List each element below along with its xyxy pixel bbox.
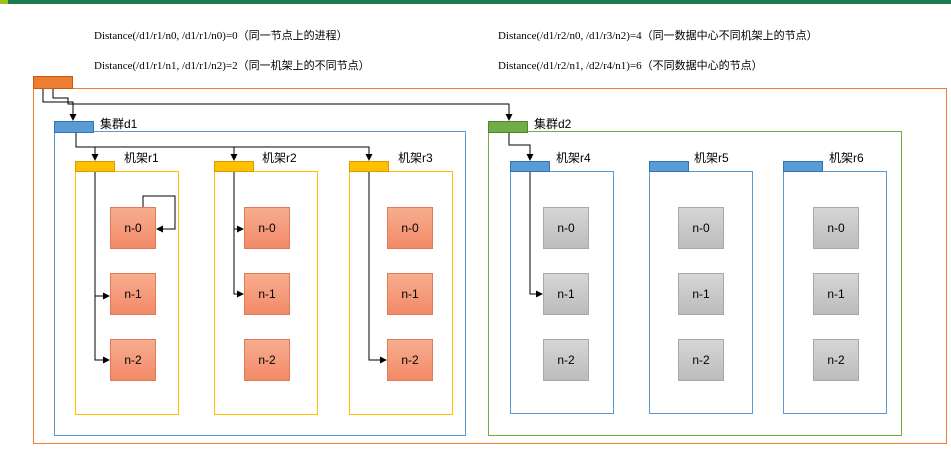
rack-r4-box (510, 171, 614, 414)
rack-r6-tab (783, 161, 823, 172)
node-r3-n2: n-2 (387, 339, 433, 381)
node-r4-n0: n-0 (543, 207, 589, 249)
rack-r5-label: 机架r5 (694, 151, 729, 165)
cluster-d1-box (54, 131, 466, 436)
rack-r4-label: 机架r4 (556, 151, 591, 165)
rack-r5-tab (649, 161, 689, 172)
node-r6-n0: n-0 (813, 207, 859, 249)
rack-r2-tab (214, 161, 254, 172)
rack-r3-box (349, 171, 453, 415)
formula-same-node: Distance(/d1/r1/n0, /d1/r1/n0)=0（同一节点上的进… (94, 30, 348, 42)
formula-different-datacenter: Distance(/d1/r2/n1, /d2/r4/n1)=6（不同数据中心的… (498, 60, 763, 72)
node-r5-n0: n-0 (678, 207, 724, 249)
rack-r2-label: 机架r2 (262, 151, 297, 165)
node-r2-n0: n-0 (244, 207, 290, 249)
rack-r6-box (783, 171, 887, 414)
rack-r2-box (214, 171, 318, 415)
cluster-d2-tab (488, 121, 528, 133)
cluster-d2-box (488, 131, 902, 436)
node-r2-n2: n-2 (244, 339, 290, 381)
rack-r6-label: 机架r6 (829, 151, 864, 165)
node-r1-n2: n-2 (110, 339, 156, 381)
header-rule (0, 0, 951, 4)
rack-r3-tab (349, 161, 389, 172)
node-r5-n2: n-2 (678, 339, 724, 381)
formula-same-rack: Distance(/d1/r1/n1, /d1/r1/n2)=2（同一机架上的不… (94, 60, 370, 72)
header-rule-accent (0, 0, 8, 4)
node-r1-n0: n-0 (110, 207, 156, 249)
node-r6-n2: n-2 (813, 339, 859, 381)
node-r2-n1: n-1 (244, 273, 290, 315)
root-tab (33, 76, 73, 89)
root-container (33, 88, 947, 444)
cluster-d2-label: 集群d2 (534, 117, 572, 131)
node-r3-n1: n-1 (387, 273, 433, 315)
rack-r4-tab (510, 161, 550, 172)
rack-r1-tab (75, 161, 115, 172)
cluster-d1-label: 集群d1 (100, 117, 138, 131)
node-r4-n2: n-2 (543, 339, 589, 381)
node-r4-n1: n-1 (543, 273, 589, 315)
rack-r3-label: 机架r3 (398, 151, 433, 165)
rack-r1-box (75, 171, 179, 415)
cluster-d1-tab (54, 121, 94, 133)
formula-different-rack: Distance(/d1/r2/n0, /d1/r3/n2)=4（同一数据中心不… (498, 30, 818, 42)
node-r3-n0: n-0 (387, 207, 433, 249)
rack-r5-box (649, 171, 753, 414)
rack-r1-label: 机架r1 (124, 151, 159, 165)
node-r6-n1: n-1 (813, 273, 859, 315)
node-r5-n1: n-1 (678, 273, 724, 315)
node-r1-n1: n-1 (110, 273, 156, 315)
